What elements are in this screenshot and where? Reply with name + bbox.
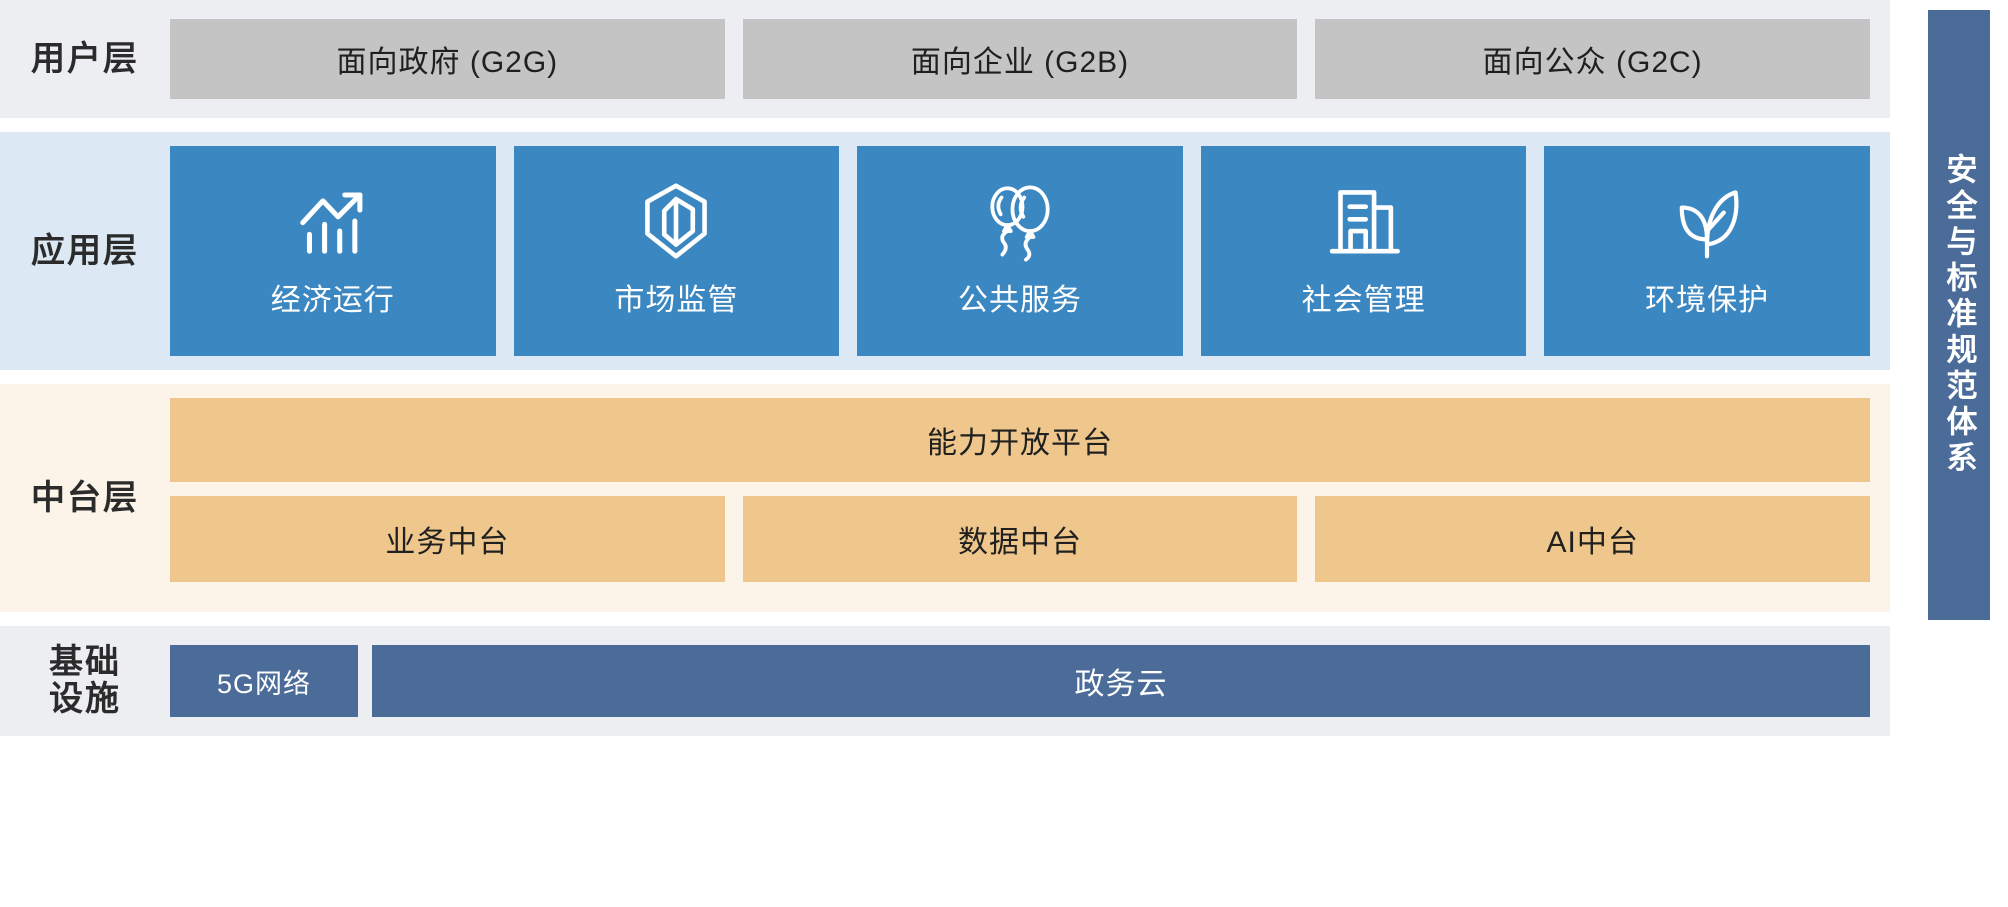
building-icon (1322, 179, 1406, 263)
app-card-economy[interactable]: 经济运行 (170, 146, 496, 356)
mid-box-business[interactable]: 业务中台 (170, 496, 725, 582)
user-layer-label: 用户层 (31, 39, 139, 78)
balloons-icon (978, 179, 1062, 263)
infrastructure-layer-band: 基础 设施 5G网络 政务云 (0, 626, 1890, 736)
capability-open-platform-box[interactable]: 能力开放平台 (170, 398, 1870, 482)
infrastructure-label-line-2: 设施 (49, 680, 121, 718)
app-card-environment[interactable]: 环境保护 (1544, 146, 1870, 356)
security-standards-label: 安全与标准规范体系 (1941, 153, 1977, 477)
middle-platform-layer-band: 中台层 能力开放平台 业务中台 数据中台 AI中台 (0, 384, 1890, 612)
trending-chart-icon (291, 179, 375, 263)
user-layer-band: 用户层 面向政府 (G2G) 面向企业 (G2B) 面向公众 (G2C) (0, 0, 1890, 118)
infrastructure-label-line-1: 基础 (49, 642, 121, 681)
app-card-label: 社会管理 (1301, 284, 1426, 317)
app-card-label: 市场监管 (614, 284, 739, 317)
hexagon-cube-icon (634, 179, 718, 263)
leaf-icon (1665, 179, 1749, 263)
application-layer-cards: 经济运行 市场监管 (170, 146, 1870, 356)
infrastructure-layer-label: 基础 设施 (0, 642, 170, 719)
mid-box-ai[interactable]: AI中台 (1315, 496, 1871, 582)
security-standards-bar[interactable]: 安全与标准规范体系 (1928, 10, 1990, 620)
infrastructure-boxes: 5G网络 政务云 (170, 645, 1870, 717)
middle-platform-layer-label: 中台层 (31, 478, 139, 517)
user-box-g2b[interactable]: 面向企业 (G2B) (742, 19, 1298, 99)
application-layer-band: 应用层 经济运行 (0, 132, 1890, 370)
middle-platform-boxes: 业务中台 数据中台 AI中台 (170, 496, 1871, 582)
infra-box-government-cloud[interactable]: 政务云 (372, 645, 1870, 717)
app-card-social-management[interactable]: 社会管理 (1200, 146, 1527, 356)
application-layer-label: 应用层 (31, 231, 139, 270)
layer-stack: 用户层 面向政府 (G2G) 面向企业 (G2B) 面向公众 (G2C) 应用层 (0, 0, 1890, 736)
app-card-label: 公共服务 (957, 284, 1082, 317)
infra-box-5g-network[interactable]: 5G网络 (170, 645, 358, 717)
user-layer-boxes: 面向政府 (G2G) 面向企业 (G2B) 面向公众 (G2C) (170, 19, 1871, 99)
user-box-g2c[interactable]: 面向公众 (G2C) (1315, 19, 1871, 99)
app-card-public-service[interactable]: 公共服务 (857, 146, 1183, 356)
app-card-label: 环境保护 (1645, 284, 1770, 317)
middle-platform-content: 能力开放平台 业务中台 数据中台 AI中台 (170, 398, 1871, 598)
mid-box-data[interactable]: 数据中台 (742, 496, 1298, 582)
user-box-g2g[interactable]: 面向政府 (G2G) (170, 19, 725, 99)
app-card-market-supervision[interactable]: 市场监管 (513, 146, 840, 356)
app-card-label: 经济运行 (270, 284, 395, 317)
